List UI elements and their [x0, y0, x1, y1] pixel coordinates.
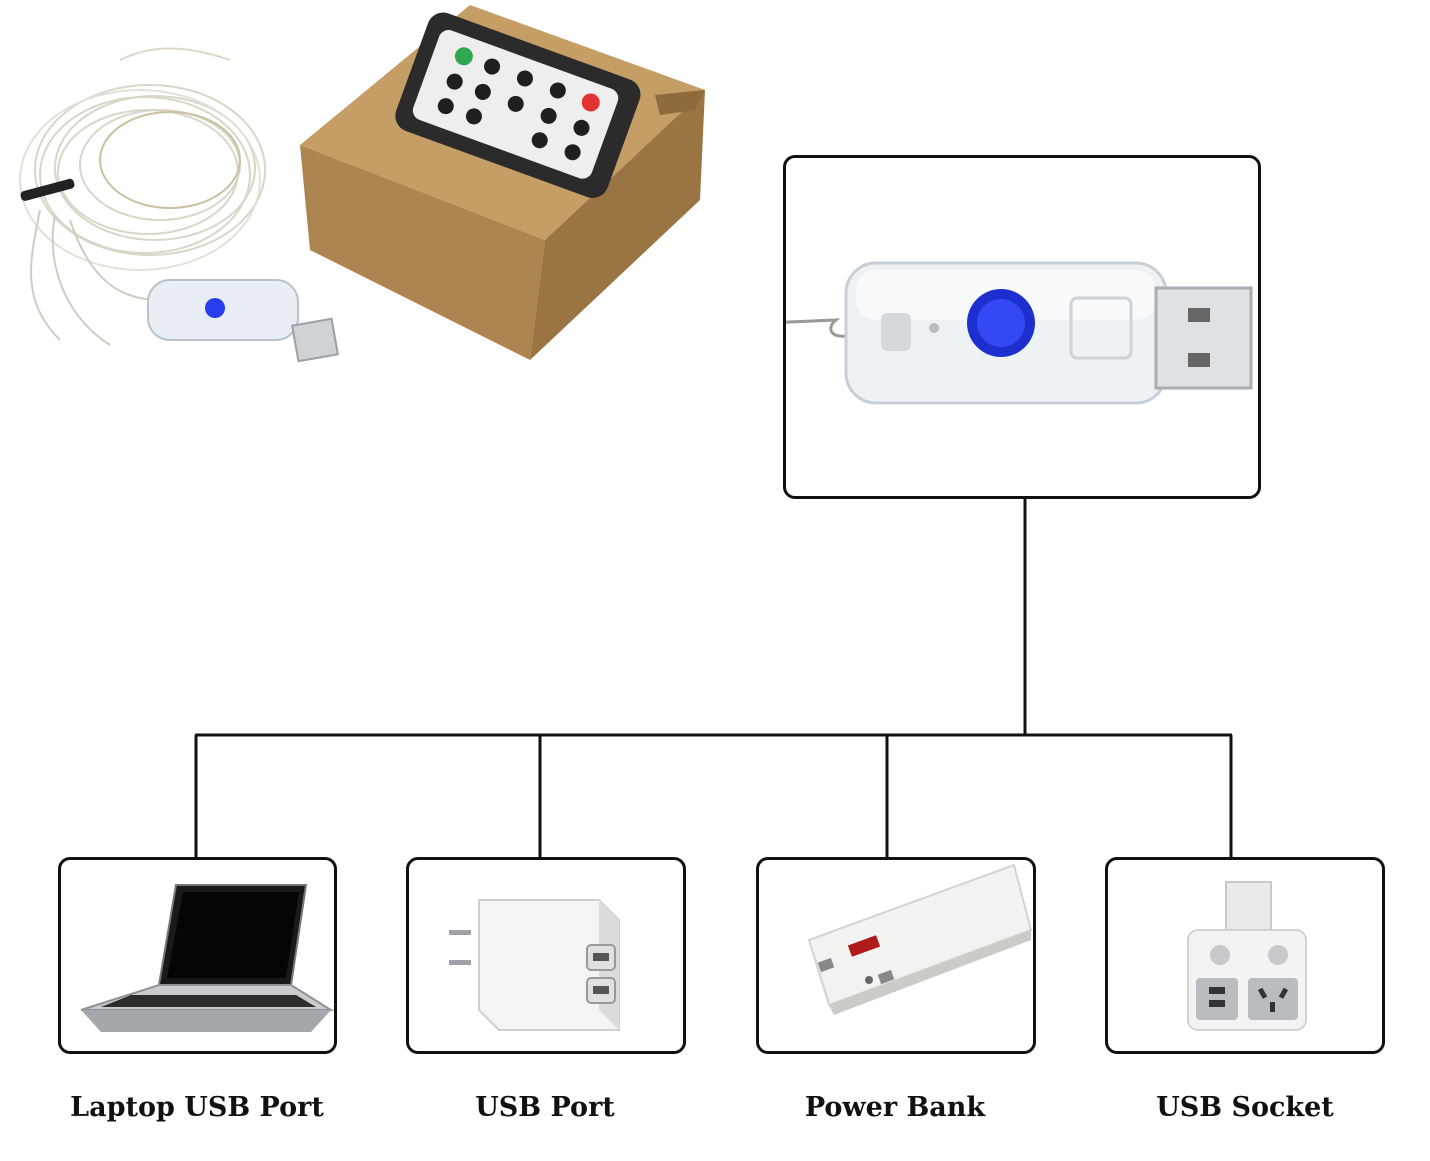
wall-charger-icon — [449, 899, 620, 1031]
power-bank-icon — [807, 863, 1033, 1015]
power-bank-frame — [756, 857, 1036, 1054]
wire-coil-icon — [19, 47, 266, 346]
usb-controller-closeup — [786, 261, 1253, 405]
small-usb-controller-icon — [147, 279, 339, 363]
laptop-icon — [80, 884, 334, 1032]
usb-controller-frame — [783, 155, 1261, 499]
caption-laptop-usb-port: Laptop USB Port — [70, 1092, 324, 1123]
laptop-frame — [58, 857, 337, 1054]
tie-strap — [20, 178, 75, 201]
string-lights-product-photo — [19, 5, 705, 363]
caption-power-bank: Power Bank — [804, 1092, 986, 1123]
remote-control-icon — [395, 12, 641, 198]
usb-socket-icon — [1187, 881, 1307, 1031]
caption-usb-port: USB Port — [475, 1092, 615, 1123]
usb-port-frame — [406, 857, 686, 1054]
usb-socket-frame — [1105, 857, 1385, 1054]
caption-usb-socket: USB Socket — [1156, 1092, 1334, 1123]
